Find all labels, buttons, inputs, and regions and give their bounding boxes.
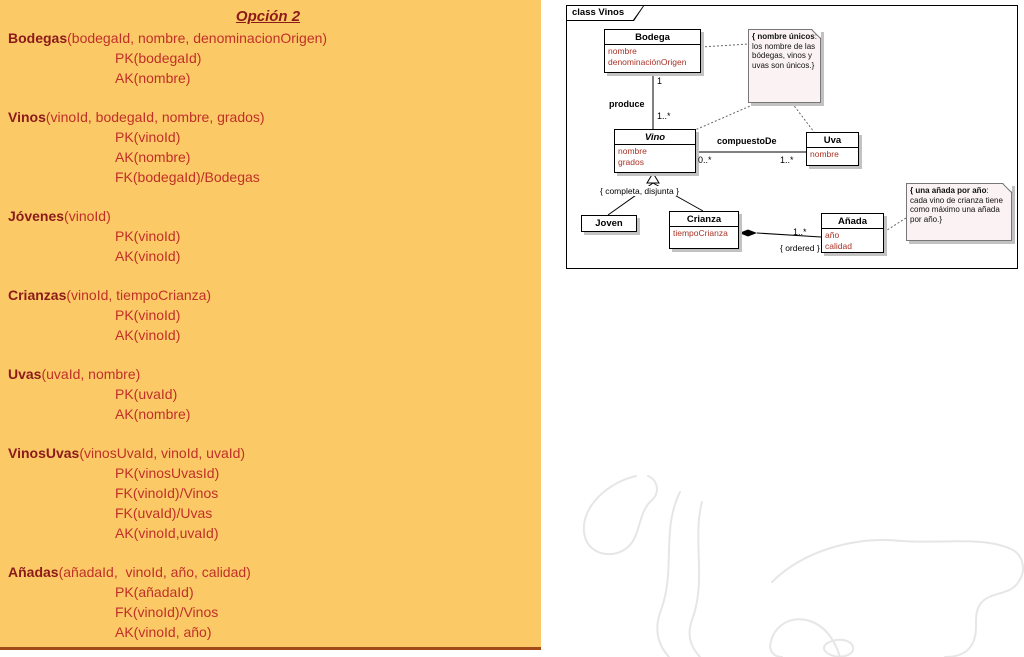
- attribute: tiempoCrianza: [673, 228, 728, 238]
- entity-attrs: (vinosUvaId, vinoId, uvaId): [79, 445, 246, 461]
- class-attributes: tiempoCrianza: [670, 226, 738, 248]
- entity-header: Uvas(uvaId, nombre): [8, 364, 541, 384]
- entity-attrs: (uvaId, nombre): [41, 366, 141, 382]
- class-anada: Añada año calidad: [821, 213, 884, 253]
- entity-header: Vinos(vinoId, bodegaId, nombre, grados): [8, 107, 541, 127]
- entity-uvas: Uvas(uvaId, nombre) PK(uvaId) AK(nombre): [8, 364, 541, 424]
- key-line: PK(vinoId): [115, 129, 181, 145]
- key-line: AK(vinoId): [115, 327, 181, 343]
- class-attributes: nombre: [807, 147, 858, 165]
- entity-header: Jóvenes(vinoId): [8, 206, 541, 226]
- constraint-completa-disjunta: { completa, disjunta }: [599, 186, 680, 196]
- key-line: AK(nombre): [115, 149, 191, 165]
- schema-panel: Opción 2 Bodegas(bodegaId, nombre, denom…: [0, 0, 541, 650]
- class-name: Crianza: [686, 214, 722, 225]
- key-line: PK(bodegaId): [115, 50, 202, 66]
- key-line: PK(uvaId): [115, 386, 178, 402]
- class-crianza: Crianza tiempoCrianza: [669, 211, 739, 249]
- attribute: año: [825, 230, 840, 240]
- key-line: AK(vinoId,uvaId): [115, 525, 219, 541]
- mult-anada: 1..*: [793, 227, 807, 237]
- class-name: Vino: [644, 132, 666, 143]
- assoc-label-compuestode: compuestoDe: [717, 136, 777, 146]
- key-line: PK(vinoId): [115, 307, 181, 323]
- key-line: AK(vinoId, año): [115, 624, 212, 640]
- attribute: nombre: [810, 149, 839, 159]
- entity-name: Bodegas: [8, 30, 68, 46]
- class-attributes: nombre grados: [615, 144, 695, 172]
- class-bodega: Bodega nombre denominaciónOrigen: [604, 29, 701, 73]
- key-line: AK(nombre): [115, 70, 191, 86]
- key-line: PK(añadaId): [115, 584, 194, 600]
- entity-jovenes: Jóvenes(vinoId) PK(vinoId) AK(vinoId): [8, 206, 541, 266]
- entity-attrs: (vinoId, bodegaId, nombre, grados): [45, 109, 265, 125]
- key-line: AK(nombre): [115, 406, 191, 422]
- entity-vinos: Vinos(vinoId, bodegaId, nombre, grados) …: [8, 107, 541, 187]
- key-line: PK(vinoId): [115, 228, 181, 244]
- entity-name: Crianzas: [8, 287, 67, 303]
- entity-name: Vinos: [8, 109, 46, 125]
- entity-vinosuvas: VinosUvas(vinosUvaId, vinoId, uvaId) PK(…: [8, 443, 541, 543]
- attribute: nombre: [618, 146, 647, 156]
- attribute: grados: [618, 156, 644, 167]
- schema-title: Opción 2: [235, 8, 301, 25]
- entity-name: VinosUvas: [8, 445, 80, 461]
- entity-header: Crianzas(vinoId, tiempoCrianza): [8, 285, 541, 305]
- mult-uva-compuesto: 1..*: [780, 155, 794, 165]
- class-name: Bodega: [635, 32, 670, 43]
- entity-bodegas: Bodegas(bodegaId, nombre, denominacionOr…: [8, 28, 541, 88]
- attribute: denominaciónOrigen: [608, 56, 687, 67]
- attribute: nombre: [608, 46, 637, 56]
- key-line: FK(vinoId)/Vinos: [115, 485, 219, 501]
- mult-vino-compuesto: 0..*: [698, 155, 712, 165]
- attribute: calidad: [825, 240, 852, 251]
- watermark-outline: [582, 475, 1024, 657]
- class-name: Uva: [823, 135, 842, 146]
- entity-header: Bodegas(bodegaId, nombre, denominacionOr…: [8, 28, 541, 48]
- entity-attrs: (añadaId, vinoId, año, calidad): [58, 564, 251, 580]
- class-joven: Joven: [581, 215, 637, 232]
- constraint-ordered: { ordered }: [780, 243, 820, 253]
- class-vino: Vino nombre grados: [614, 129, 696, 173]
- assoc-label-produce: produce: [609, 99, 645, 109]
- key-line: FK(uvaId)/Uvas: [115, 505, 213, 521]
- entity-name: Jóvenes: [8, 208, 65, 224]
- mult-vino-produce: 1..*: [657, 111, 671, 121]
- entity-anadas: Añadas(añadaId, vinoId, año, calidad) PK…: [8, 562, 541, 642]
- entity-name: Añadas: [8, 564, 59, 580]
- key-line: AK(vinoId): [115, 248, 181, 264]
- class-name: Joven: [595, 218, 623, 229]
- class-attributes: nombre denominaciónOrigen: [605, 44, 700, 72]
- frame-tab: class Vinos: [567, 6, 643, 20]
- entity-crianzas: Crianzas(vinoId, tiempoCrianza) PK(vinoI…: [8, 285, 541, 345]
- uml-frame: class Vinos Bodega nombre denominaciónOr…: [566, 5, 1018, 269]
- entity-attrs: (bodegaId, nombre, denominacionOrigen): [67, 30, 328, 46]
- entity-header: VinosUvas(vinosUvaId, vinoId, uvaId): [8, 443, 541, 463]
- note-una-anada: { una añada por año: cada vino de crianz…: [906, 183, 1012, 241]
- class-name: Añada: [837, 216, 868, 227]
- note-nombres-unicos: { nombre únicos: los nombre de las bódeg…: [748, 29, 821, 103]
- note-text: : cada vino de crianza tiene como máximo…: [910, 186, 1003, 224]
- entity-header: Añadas(añadaId, vinoId, año, calidad): [8, 562, 541, 582]
- class-attributes: año calidad: [822, 228, 883, 252]
- entity-name: Uvas: [8, 366, 42, 382]
- note-bold-text: { nombre únicos: [752, 32, 815, 41]
- key-line: PK(vinosUvasId): [115, 465, 220, 481]
- entity-attrs: (vinoId, tiempoCrianza): [66, 287, 212, 303]
- entity-attrs: (vinoId): [64, 208, 111, 224]
- class-uva: Uva nombre: [806, 132, 859, 166]
- key-line: FK(bodegaId)/Bodegas: [115, 169, 260, 185]
- key-line: FK(vinoId)/Vinos: [115, 604, 219, 620]
- mult-bodega: 1: [657, 76, 663, 86]
- note-bold-text: { una añada por año: [910, 186, 987, 195]
